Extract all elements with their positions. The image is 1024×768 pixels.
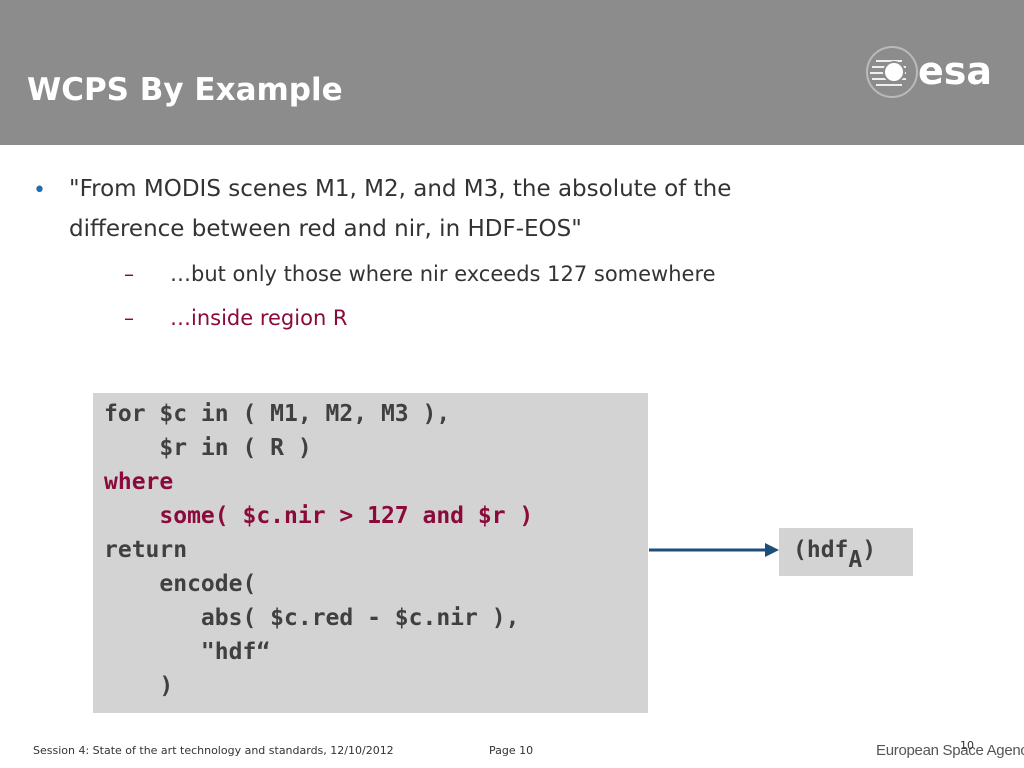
esa-logo-icon: esa — [866, 46, 992, 98]
slide-title: WCPS By Example — [27, 72, 343, 108]
code-line: encode( — [104, 571, 257, 597]
svg-text:esa: esa — [918, 49, 992, 93]
footer-page-number: Page 10 — [489, 744, 534, 757]
code-line: abs( $c.red - $c.nir ), — [104, 605, 520, 631]
code-line-highlight: where — [104, 469, 174, 495]
bullet-dot: • — [33, 178, 46, 203]
bullet-text-line-1: "From MODIS scenes M1, M2, and M3, the a… — [69, 176, 732, 202]
footer-agency-name: European Space Agency — [876, 742, 1024, 759]
footer-session-text: Session 4: State of the art technology a… — [33, 744, 394, 757]
result-subscript: A — [848, 547, 863, 573]
sub-bullet-dash-2: – — [124, 306, 134, 330]
result-label: (hdfA) — [793, 537, 877, 573]
header-bar: WCPS By Example esa — [0, 0, 1024, 145]
slide-number: 10 — [960, 739, 974, 752]
code-line: return — [104, 537, 188, 563]
result-prefix: (hdf — [793, 537, 849, 563]
code-line: for $c in ( M1, M2, M3 ), — [104, 401, 451, 427]
bullet-text-line-2: difference between red and nir, in HDF-E… — [69, 216, 582, 242]
code-line: $r in ( R ) — [104, 435, 312, 461]
sub-bullet-text-1: …but only those where nir exceeds 127 so… — [170, 262, 716, 286]
code-line: "hdf“ — [104, 639, 271, 665]
result-suffix: ) — [862, 537, 877, 563]
code-line-highlight: some( $c.nir > 127 and $r ) — [104, 503, 534, 529]
code-line: ) — [104, 673, 174, 699]
code-block: for $c in ( M1, M2, M3 ), $r in ( R ) wh… — [93, 393, 648, 713]
sub-bullet-text-2: …inside region R — [170, 306, 348, 330]
result-box: (hdfA) — [779, 528, 913, 576]
arrow-right-icon — [649, 543, 779, 557]
sub-bullet-dash-1: – — [124, 262, 134, 286]
